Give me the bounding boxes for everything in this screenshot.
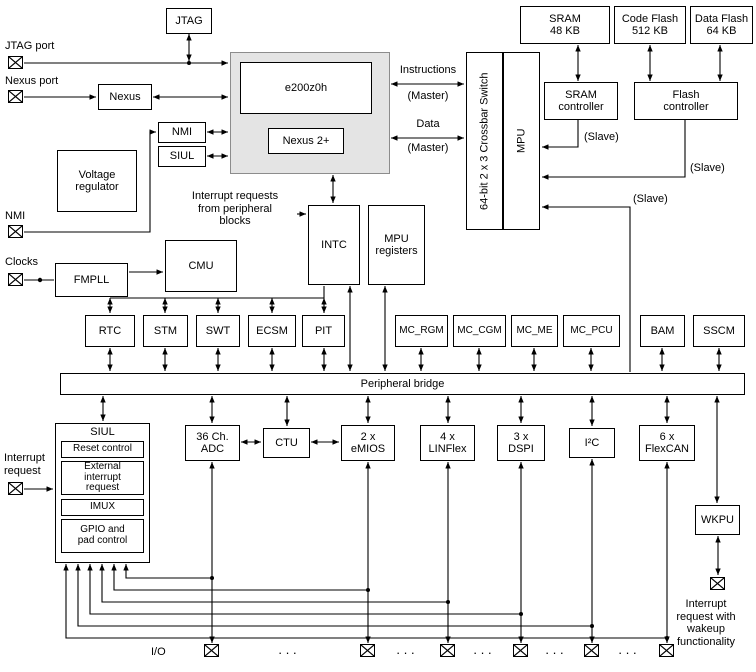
block-flash-controller: Flash controller bbox=[634, 82, 738, 120]
siul-title: SIUL bbox=[90, 426, 115, 438]
block-wkpu: WKPU bbox=[695, 505, 740, 535]
io-pad-icon bbox=[204, 644, 219, 657]
jtag-port-label: JTAG port bbox=[5, 40, 55, 52]
block-i2c: I²C bbox=[569, 428, 615, 458]
io-ellipsis: ··· bbox=[278, 645, 300, 660]
block-mc-me: MC_ME bbox=[511, 315, 558, 347]
block-nmi: NMI bbox=[158, 122, 206, 143]
io-label: I/O bbox=[151, 646, 166, 658]
io-pad-icon bbox=[584, 644, 599, 657]
interrupt-request-label: Interrupt request bbox=[4, 452, 45, 477]
block-imux: IMUX bbox=[61, 499, 144, 516]
data-label: Data bbox=[416, 118, 440, 130]
block-reset-control: Reset control bbox=[61, 441, 144, 458]
wakeup-note-label: Interrupt request with wakeup functional… bbox=[676, 598, 736, 648]
slave-label-flash: (Slave) bbox=[690, 162, 725, 174]
block-swt: SWT bbox=[196, 315, 240, 347]
clocks-pin-icon bbox=[8, 273, 23, 286]
wakeup-pin-icon bbox=[710, 577, 725, 590]
block-gpio-pad-control: GPIO and pad control bbox=[61, 519, 144, 553]
block-ctu: CTU bbox=[263, 428, 310, 458]
instructions-label: Instructions bbox=[399, 64, 457, 76]
io-ellipsis: ··· bbox=[473, 645, 495, 660]
block-jtag: JTAG bbox=[166, 8, 212, 34]
block-flexcan: 6 x FlexCAN bbox=[639, 425, 695, 461]
io-pad-icon bbox=[360, 644, 375, 657]
block-mc-pcu: MC_PCU bbox=[563, 315, 620, 347]
block-voltage-regulator: Voltage regulator bbox=[57, 150, 137, 212]
block-mc-cgm: MC_CGM bbox=[453, 315, 506, 347]
block-pit: PIT bbox=[302, 315, 345, 347]
block-ecsm: ECSM bbox=[248, 315, 296, 347]
block-crossbar: 64-bit 2 x 3 Crossbar Switch bbox=[466, 52, 503, 230]
io-pad-icon bbox=[440, 644, 455, 657]
io-pad-icon bbox=[659, 644, 674, 657]
block-bam: BAM bbox=[640, 315, 685, 347]
block-siul-small: SIUL bbox=[158, 146, 206, 167]
io-ellipsis: ··· bbox=[545, 645, 567, 660]
io-ellipsis: ··· bbox=[618, 645, 640, 660]
nmi-pin-label: NMI bbox=[5, 210, 26, 222]
block-data-flash: Data Flash 64 KB bbox=[690, 6, 753, 44]
block-nexus2: Nexus 2+ bbox=[268, 128, 344, 154]
slave-label-sram: (Slave) bbox=[584, 131, 619, 143]
block-rtc: RTC bbox=[85, 315, 135, 347]
block-mpu-registers: MPU registers bbox=[368, 205, 425, 285]
slave-label-bridge: (Slave) bbox=[633, 193, 668, 205]
data-master-label: (Master) bbox=[407, 142, 449, 154]
block-e200z0h: e200z0h bbox=[240, 62, 372, 114]
io-pad-icon bbox=[513, 644, 528, 657]
instructions-master-label: (Master) bbox=[407, 90, 449, 102]
block-adc: 36 Ch. ADC bbox=[185, 425, 240, 461]
interrupt-request-pin-icon bbox=[8, 482, 23, 495]
block-fmpll: FMPLL bbox=[55, 263, 128, 297]
nmi-pin-icon bbox=[8, 225, 23, 238]
block-intc: INTC bbox=[308, 205, 360, 285]
irq-from-peripherals-label: Interrupt requests from peripheral block… bbox=[191, 190, 279, 228]
block-cmu: CMU bbox=[165, 240, 237, 292]
block-peripheral-bridge: Peripheral bridge bbox=[60, 373, 745, 395]
block-sram: SRAM 48 KB bbox=[520, 6, 610, 44]
block-emios: 2 x eMIOS bbox=[341, 425, 395, 461]
block-mpu: MPU bbox=[503, 52, 540, 230]
block-dspi: 3 x DSPI bbox=[497, 425, 545, 461]
block-mc-rgm: MC_RGM bbox=[395, 315, 448, 347]
block-sram-controller: SRAM controller bbox=[544, 82, 618, 120]
block-code-flash: Code Flash 512 KB bbox=[614, 6, 686, 44]
nexus-port-label: Nexus port bbox=[5, 75, 59, 87]
io-ellipsis: ··· bbox=[396, 645, 418, 660]
block-external-interrupt-request: External interrupt request bbox=[61, 461, 144, 495]
block-sscm: SSCM bbox=[693, 315, 745, 347]
block-nexus: Nexus bbox=[98, 84, 152, 110]
nexus-port-pin-icon bbox=[8, 90, 23, 103]
block-linflex: 4 x LINFlex bbox=[420, 425, 475, 461]
clocks-label: Clocks bbox=[5, 256, 39, 268]
jtag-port-pin-icon bbox=[8, 56, 23, 69]
block-stm: STM bbox=[143, 315, 188, 347]
